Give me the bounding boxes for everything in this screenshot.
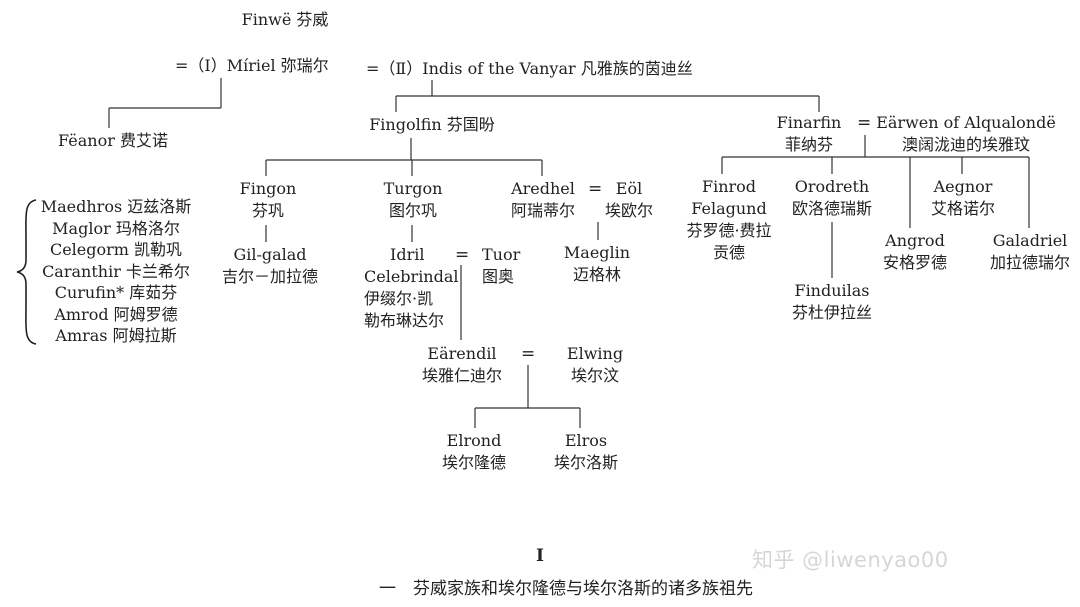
fingon-node: Fingon 芬巩: [240, 178, 297, 222]
aegnor-en: Aegnor: [933, 177, 993, 196]
idril-epithet: Celebrindal: [364, 267, 459, 286]
fingon-en: Fingon: [239, 179, 297, 198]
angrod-zh: 安格罗德: [882, 253, 948, 272]
finduilas-en: Finduilas: [794, 281, 870, 300]
finwe-node: Finwë 芬威: [241, 10, 329, 29]
plate-number: I: [536, 546, 544, 566]
elros-en: Elros: [564, 431, 608, 450]
galadriel-en: Galadriel: [992, 231, 1068, 250]
orodreth-node: Orodreth 欧洛德瑞斯: [792, 176, 872, 220]
feanor-son: Maglor 玛格洛尔: [52, 218, 180, 238]
earwen-en: Eärwen of Alqualondë: [876, 113, 1056, 132]
angrod-en: Angrod: [885, 231, 945, 250]
elrond-zh: 埃尔隆德: [441, 453, 507, 472]
galadriel-node: Galadriel 加拉德瑞尔: [990, 230, 1070, 274]
elwing-en: Elwing: [566, 344, 624, 363]
feanor-son: Amrod 阿姆罗德: [54, 304, 178, 324]
feanor-node: Fëanor 费艾诺: [58, 131, 168, 150]
earendil-en: Eärendil: [427, 344, 497, 363]
aredhel-zh: 阿瑞蒂尔: [510, 201, 576, 220]
turgon-node: Turgon 图尔巩: [384, 178, 443, 222]
finrod-epithet: Felagund: [691, 199, 767, 218]
aegnor-node: Aegnor 艾格诺尔: [931, 176, 995, 220]
orodreth-zh: 欧洛德瑞斯: [791, 199, 873, 218]
idril-en: Idril: [390, 245, 425, 264]
finduilas-node: Finduilas 芬杜伊拉丝: [792, 280, 872, 324]
tuor-en: Tuor: [482, 245, 521, 264]
turgon-zh: 图尔巩: [388, 201, 437, 220]
turgon-en: Turgon: [383, 179, 443, 198]
feanor-son: Amras 阿姆拉斯: [55, 326, 177, 345]
marriage-sign: =: [857, 113, 872, 133]
elros-node: Elros 埃尔洛斯: [554, 430, 618, 474]
aredhel-node: Aredhel 阿瑞蒂尔: [511, 178, 575, 222]
marriage-sign: =: [455, 245, 470, 265]
gilgalad-en: Gil-galad: [233, 245, 307, 264]
feanor-son: Curufin* 库茹芬: [54, 283, 178, 302]
aredhel-en: Aredhel: [511, 179, 575, 198]
aegnor-zh: 艾格诺尔: [930, 199, 996, 218]
maeglin-zh: 迈格林: [572, 265, 622, 284]
elrond-en: Elrond: [446, 431, 502, 450]
idril-zh-2: 勒布琳达尔: [364, 311, 445, 330]
maeglin-node: Maeglin 迈格林: [564, 242, 630, 286]
gilgalad-node: Gil-galad 吉尔－加拉德: [222, 244, 318, 288]
finarfin-zh: 菲纳芬: [784, 135, 833, 154]
orodreth-en: Orodreth: [794, 177, 870, 196]
fingon-zh: 芬巩: [251, 201, 285, 220]
finrod-zh-2: 贡德: [712, 243, 745, 262]
earwen-node: Eärwen of Alqualondë 澳阔泷迪的埃雅玟: [876, 112, 1056, 156]
marriage-sign: =: [521, 344, 536, 364]
eol-zh: 埃欧尔: [604, 201, 654, 220]
maeglin-en: Maeglin: [563, 243, 631, 262]
finduilas-zh: 芬杜伊拉丝: [791, 303, 873, 322]
finrod-node: Finrod Felagund 芬罗德·费拉 贡德: [686, 176, 771, 264]
feanor-sons-list: Maedhros 迈兹洛斯 Maglor 玛格洛尔 Celegorm 凯勒巩 C…: [41, 196, 192, 347]
gilgalad-zh: 吉尔－加拉德: [221, 267, 319, 286]
finarfin-node: Finarfin 菲纳芬: [777, 112, 842, 156]
miriel-node: =（I）Míriel 弥瑞尔: [175, 56, 329, 75]
elwing-node: Elwing 埃尔汶: [567, 343, 623, 387]
watermark: 知乎 @liwenyao00: [752, 548, 949, 572]
tuor-node: Tuor 图奥: [482, 244, 520, 288]
feanor-son: Caranthir 卡兰希尔: [42, 261, 190, 281]
galadriel-zh: 加拉德瑞尔: [989, 253, 1071, 272]
tuor-zh: 图奥: [482, 267, 515, 286]
indis-node: =（Ⅱ）Indis of the Vanyar 凡雅族的茵迪丝: [366, 59, 693, 78]
earwen-zh: 澳阔泷迪的埃雅玟: [901, 135, 1030, 154]
elrond-node: Elrond 埃尔隆德: [442, 430, 506, 474]
elwing-zh: 埃尔汶: [570, 366, 619, 385]
fingolfin-node: Fingolfin 芬国昐: [369, 115, 495, 134]
marriage-sign: =: [588, 179, 603, 199]
idril-zh-1: 伊缀尔·凯: [364, 289, 434, 308]
feanor-son: Maedhros 迈兹洛斯: [40, 197, 192, 216]
eol-en: Eöl: [615, 179, 643, 198]
finarfin-en: Finarfin: [776, 113, 842, 132]
elros-zh: 埃尔洛斯: [553, 453, 619, 472]
angrod-node: Angrod 安格罗德: [883, 230, 947, 274]
earendil-node: Eärendil 埃雅仁迪尔: [422, 343, 502, 387]
feanor-sons-brace: [16, 199, 37, 345]
feanor-son: Celegorm 凯勒巩: [49, 240, 183, 259]
idril-node: Idril Celebrindal 伊缀尔·凯 勒布琳达尔: [364, 244, 459, 332]
earendil-zh: 埃雅仁迪尔: [421, 366, 503, 385]
eol-node: Eöl 埃欧尔: [605, 178, 653, 222]
finrod-en: Finrod: [701, 177, 757, 196]
finrod-zh-1: 芬罗德·费拉: [686, 221, 772, 240]
figure-caption: 一 芬威家族和埃尔隆德与埃尔洛斯的诸多族祖先: [379, 579, 753, 599]
